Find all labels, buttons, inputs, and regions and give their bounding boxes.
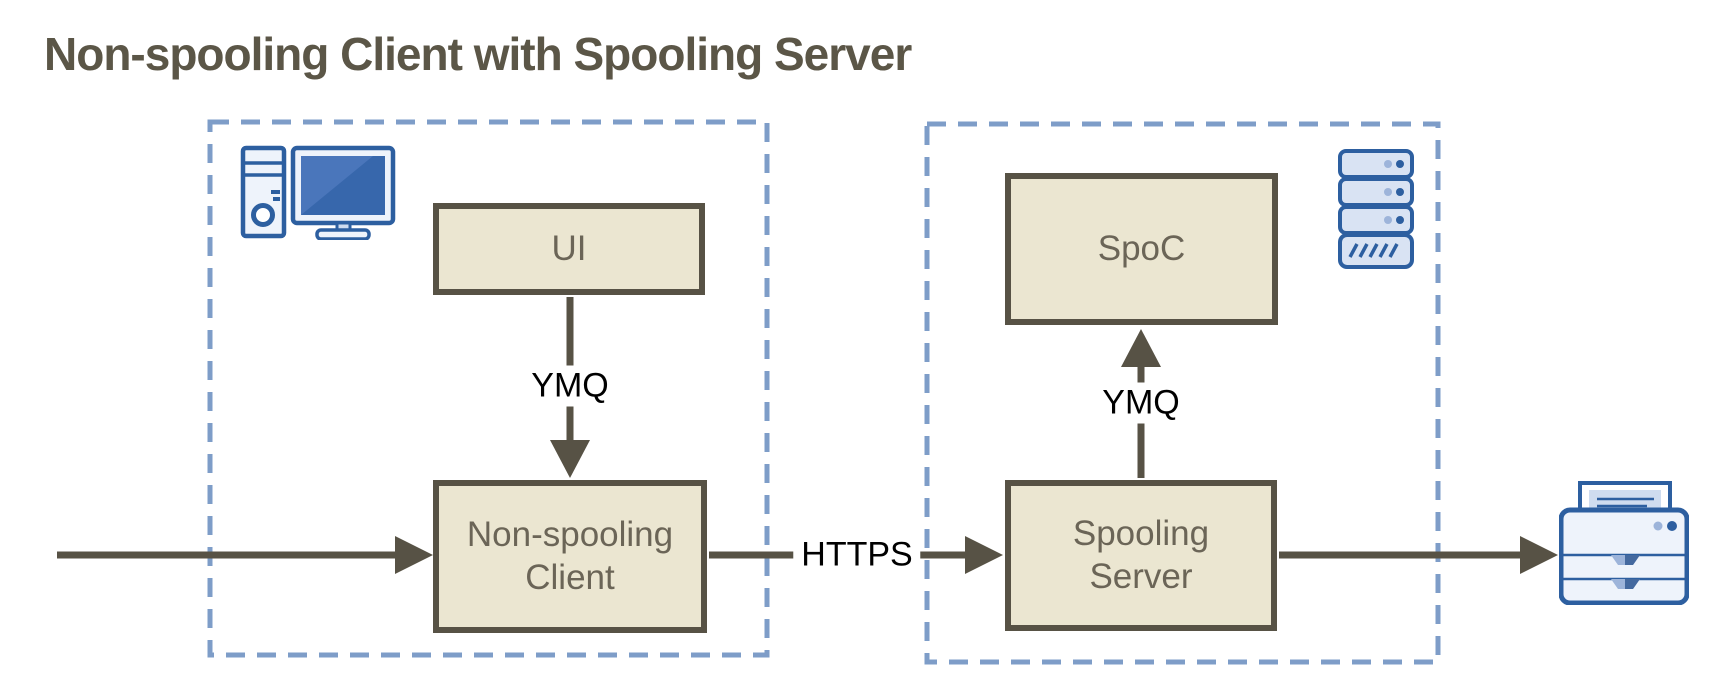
node-spooling-server-label: Spooling Server <box>1072 513 1210 596</box>
edge-label-https: HTTPS <box>793 534 921 576</box>
node-spoc-label: SpoC <box>1097 228 1186 268</box>
server-group-boundary <box>924 121 1441 665</box>
printer-icon <box>1559 481 1689 605</box>
node-ui: UI <box>433 203 705 295</box>
edge-inbound-arrow <box>57 536 433 574</box>
edge-label-ymq-client: YMQ <box>523 365 617 407</box>
edge-label-ymq-server: YMQ <box>1094 382 1188 424</box>
node-non-spooling-client-label: Non-spooling Client <box>466 514 674 597</box>
client-group-boundary <box>207 119 770 658</box>
node-ui-label: UI <box>551 228 587 268</box>
server-rack-icon <box>1338 149 1414 269</box>
node-non-spooling-client: Non-spooling Client <box>433 480 707 633</box>
node-spoc: SpoC <box>1005 173 1278 325</box>
edge-outbound-arrow <box>1279 536 1558 574</box>
desktop-computer-icon <box>240 145 396 240</box>
node-spooling-server: Spooling Server <box>1005 480 1277 631</box>
diagram-title: Non-spooling Client with Spooling Server <box>44 28 912 80</box>
